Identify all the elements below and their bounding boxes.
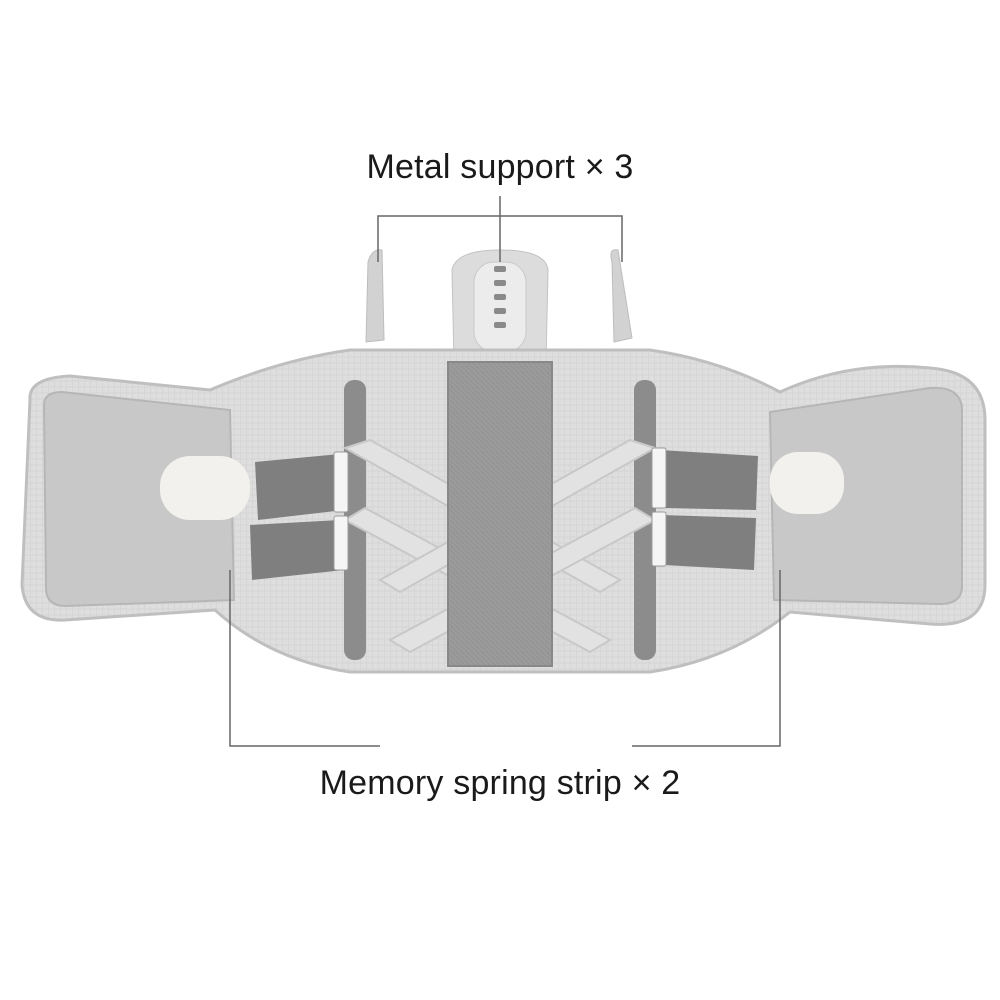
memory-spring-callout-lines [229, 570, 781, 747]
strap-buckles [333, 447, 667, 571]
center-panel [447, 361, 553, 667]
left-velcro-tab [160, 456, 250, 520]
left-side-panel [42, 390, 236, 608]
metal-stays [365, 249, 633, 363]
right-velcro-tab [770, 452, 844, 514]
memory-spring-strip-label: Memory spring strip × 2 [319, 764, 681, 802]
metal-support-callout-lines [377, 196, 623, 262]
right-side-panel [768, 386, 963, 606]
adjustment-straps [250, 450, 758, 580]
metal-support-label: Metal support × 3 [366, 148, 634, 186]
